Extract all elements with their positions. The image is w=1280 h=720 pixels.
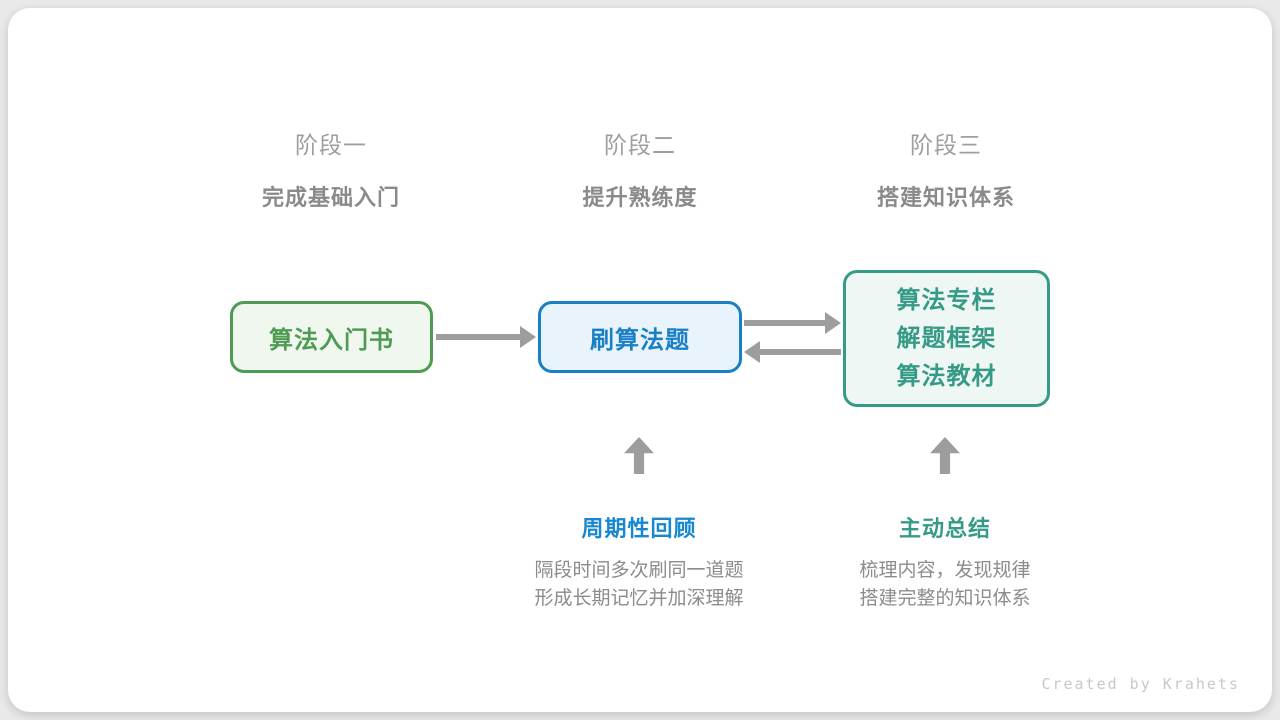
annotation-active-summary-title: 主动总结 xyxy=(898,516,991,541)
annotation-desc-line: 隔段时间多次刷同一道题 xyxy=(534,560,744,581)
stage-2-header: 阶段二 提升熟练度 xyxy=(480,126,800,212)
stage-1-header: 阶段一 完成基础入门 xyxy=(171,126,491,212)
arrow-shaft xyxy=(758,349,841,355)
credit-text: Created by Krahets xyxy=(1041,675,1240,693)
annotation-periodic-review-desc: 隔段时间多次刷同一道题 形成长期记忆并加深理解 xyxy=(459,557,819,613)
arrow-shaft xyxy=(436,334,522,340)
annotation-desc-line: 形成长期记忆并加深理解 xyxy=(534,588,744,609)
node-practice-problems-label: 刷算法题 xyxy=(590,326,690,354)
annotation-desc-line: 梳理内容，发现规律 xyxy=(859,560,1031,581)
node-intro-book-label: 算法入门书 xyxy=(269,326,394,354)
arrow-head xyxy=(825,312,841,334)
stage-1-label: 阶段一 xyxy=(295,132,367,158)
arrow-right-icon xyxy=(436,326,536,348)
node-intro-book: 算法入门书 xyxy=(230,301,433,373)
stage-1-subtitle: 完成基础入门 xyxy=(261,185,400,210)
node-practice-problems: 刷算法题 xyxy=(538,301,742,373)
arrow-shaft xyxy=(744,320,827,326)
arrow-left-icon xyxy=(744,341,841,363)
node-resources-line-3: 算法教材 xyxy=(896,362,997,390)
arrow-head xyxy=(520,326,536,348)
node-resources-line-2: 解题框架 xyxy=(896,324,997,352)
annotation-periodic-review-title: 周期性回顾 xyxy=(581,516,697,541)
node-resources-line-1: 算法专栏 xyxy=(896,286,997,314)
stage-3-header: 阶段三 搭建知识体系 xyxy=(786,126,1106,212)
stage-2-label: 阶段二 xyxy=(604,132,676,158)
arrow-head xyxy=(744,341,760,363)
stage-3-label: 阶段三 xyxy=(910,132,982,158)
stage-3-subtitle: 搭建知识体系 xyxy=(876,185,1015,210)
node-knowledge-resources: 算法专栏 解题框架 算法教材 xyxy=(843,270,1050,407)
annotation-active-summary-desc: 梳理内容，发现规律 搭建完整的知识体系 xyxy=(765,557,1125,613)
annotation-desc-line: 搭建完整的知识体系 xyxy=(859,588,1031,609)
arrow-right-icon xyxy=(744,312,841,334)
stage-2-subtitle: 提升熟练度 xyxy=(582,185,698,210)
